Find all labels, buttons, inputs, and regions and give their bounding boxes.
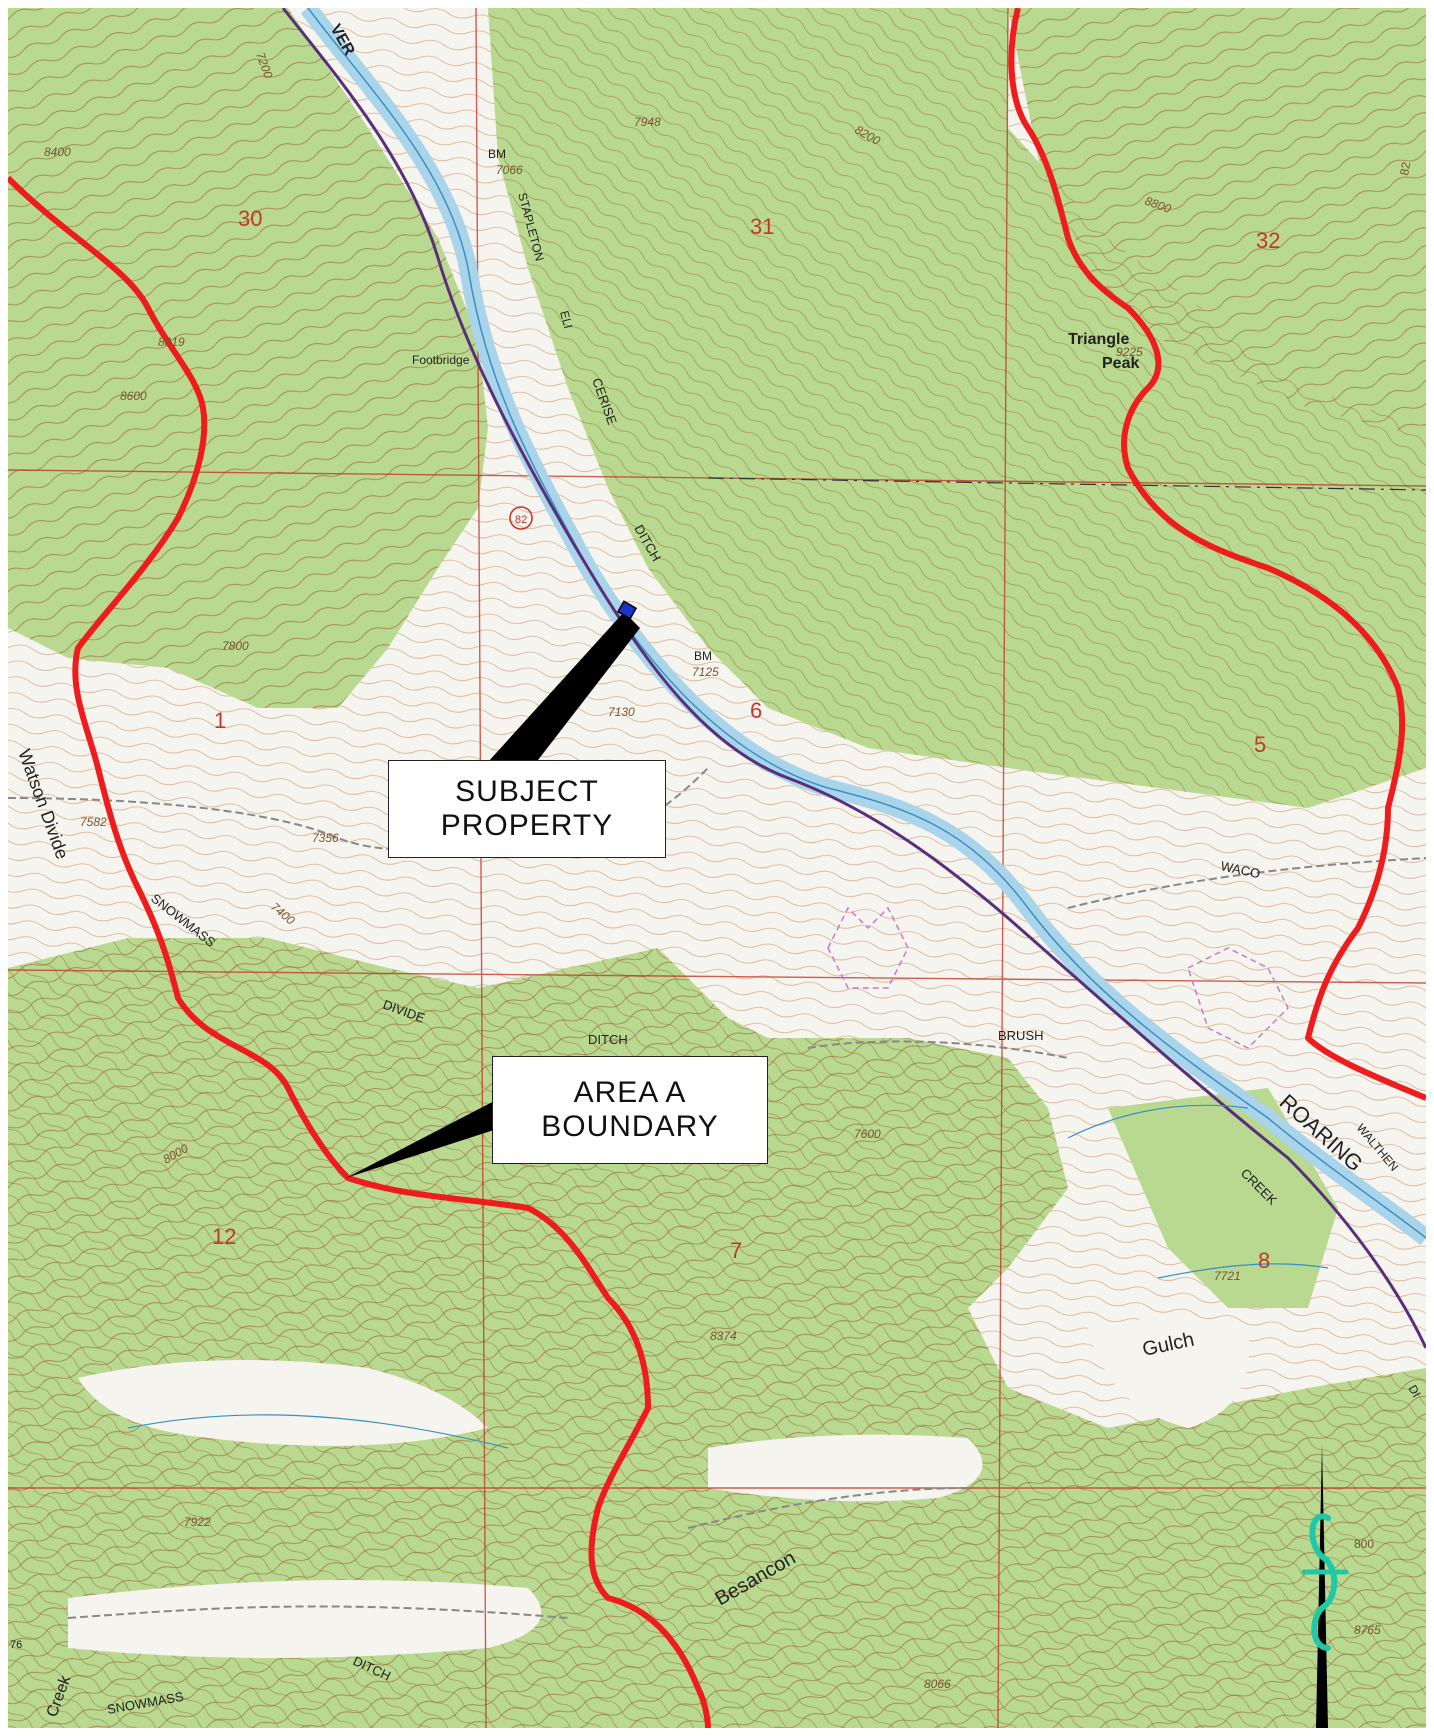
subdivision-outline bbox=[827, 906, 1289, 1049]
section-30: 30 bbox=[238, 206, 262, 231]
bm-label-2: BM bbox=[694, 649, 712, 663]
section-1: 1 bbox=[214, 708, 226, 733]
elev-7948: 7948 bbox=[634, 115, 661, 129]
elev-7600: 7600 bbox=[854, 1127, 881, 1141]
elev-7922: 7922 bbox=[184, 1515, 211, 1529]
topographic-map: 82 30 31 32 1 6 5 12 7 8 7948 8200 8800 … bbox=[8, 8, 1426, 1728]
triangle-peak-label-2: Peak bbox=[1102, 355, 1139, 372]
contour-overlays bbox=[8, 8, 1426, 1728]
elev-8765: 8765 bbox=[1354, 1623, 1381, 1637]
triangle-peak-label-1: Triangle bbox=[1068, 331, 1129, 348]
section-7: 7 bbox=[730, 1238, 742, 1263]
section-32: 32 bbox=[1256, 228, 1280, 253]
elev-7125: 7125 bbox=[692, 665, 719, 679]
elev-8400: 8400 bbox=[44, 145, 71, 159]
elev-7066: 7066 bbox=[496, 163, 523, 177]
elev-9225: 9225 bbox=[1116, 345, 1143, 359]
section-12: 12 bbox=[212, 1224, 236, 1249]
elev-8066: 8066 bbox=[924, 1677, 951, 1691]
ditch-label-1: DITCH bbox=[588, 1032, 628, 1047]
subject-property-callout: SUBJECT PROPERTY bbox=[388, 760, 666, 858]
elev-8600: 8600 bbox=[120, 389, 147, 403]
bm-label-1: BM bbox=[488, 147, 506, 161]
area-boundary-lines bbox=[8, 8, 1426, 1728]
open-pockets bbox=[68, 1318, 1250, 1658]
eli-label: ELI bbox=[557, 309, 575, 330]
subject-leader bbox=[478, 612, 640, 773]
county-line bbox=[707, 477, 1426, 491]
subject-callout-line-2: PROPERTY bbox=[440, 809, 614, 842]
elev-7582: 7582 bbox=[80, 815, 107, 829]
brush-label: BRUSH bbox=[998, 1028, 1044, 1043]
route-82-label: 82 bbox=[515, 514, 527, 526]
edge-800-label: 800 bbox=[1354, 1537, 1374, 1551]
area-leader bbox=[346, 1098, 500, 1178]
area-callout-line-1: AREA A bbox=[573, 1076, 687, 1109]
elev-8819: 8819 bbox=[158, 335, 185, 349]
area-callout-line-2: BOUNDARY bbox=[541, 1110, 719, 1143]
area-a-boundary-callout: AREA A BOUNDARY bbox=[492, 1056, 768, 1164]
edge-76-label: 76 bbox=[10, 1639, 22, 1651]
elev-7130: 7130 bbox=[608, 705, 635, 719]
elev-7356: 7356 bbox=[312, 831, 339, 845]
subject-property-marker bbox=[616, 600, 638, 620]
edge-82-label: 82 bbox=[1397, 161, 1413, 177]
section-6: 6 bbox=[750, 698, 762, 723]
route-82-shield bbox=[509, 506, 533, 530]
highway-82 bbox=[281, 8, 1426, 1349]
elev-7721: 7721 bbox=[1214, 1269, 1241, 1283]
section-8: 8 bbox=[1258, 1248, 1270, 1273]
creeks bbox=[127, 1104, 1329, 1449]
elev-7800: 7800 bbox=[222, 639, 249, 653]
subject-callout-line-1: SUBJECT bbox=[455, 775, 599, 808]
footbridge-label: Footbridge bbox=[412, 353, 470, 367]
section-5: 5 bbox=[1254, 732, 1266, 757]
elev-8374: 8374 bbox=[710, 1329, 737, 1343]
section-31: 31 bbox=[750, 214, 774, 239]
north-arrow bbox=[1301, 1444, 1349, 1728]
